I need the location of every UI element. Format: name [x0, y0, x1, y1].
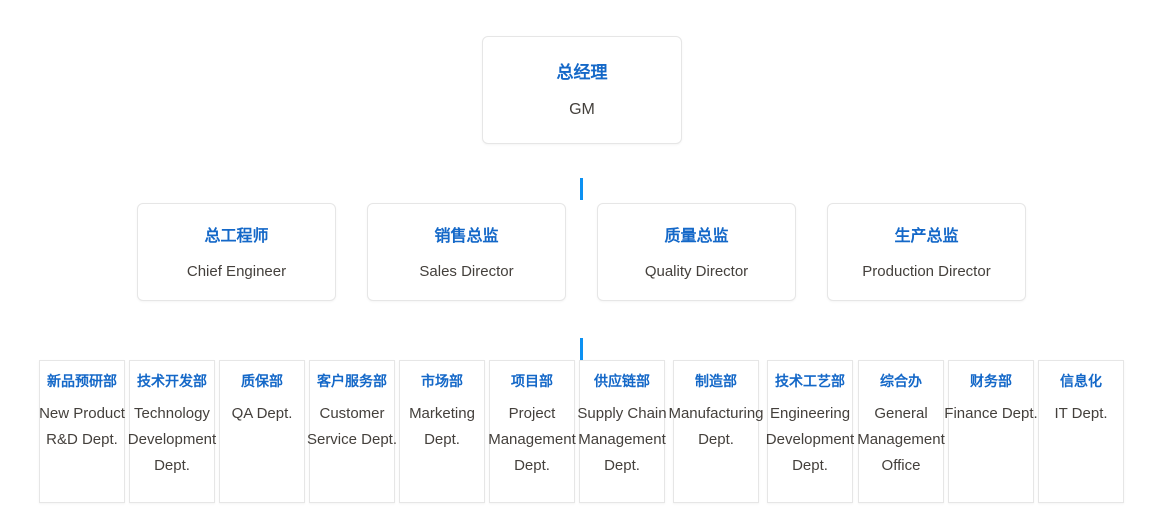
org-node-title: 制造部	[695, 373, 737, 389]
org-node-title: 生产总监	[894, 228, 959, 245]
org-node-technology-development-dept[interactable]: 技术开发部 Technology Development Dept.	[128, 360, 216, 503]
org-node-finance-dept[interactable]: 财务部 Finance Dept.	[944, 360, 1038, 503]
org-node-subtitle: Quality Director	[644, 263, 749, 280]
org-node-quality-director[interactable]: 质量总监 Quality Director	[597, 203, 796, 301]
org-node-title: 综合办	[880, 373, 922, 389]
org-node-subtitle: Supply Chain Management Dept.	[577, 405, 667, 474]
org-node-title: 总工程师	[204, 228, 269, 245]
org-node-marketing-dept[interactable]: 市场部 Marketing Dept.	[399, 360, 485, 503]
org-node-subtitle: Manufacturing Dept.	[668, 405, 764, 448]
org-node-subtitle: Chief Engineer	[186, 263, 287, 280]
org-node-sales-director[interactable]: 销售总监 Sales Director	[367, 203, 566, 301]
org-node-supply-chain-management-dept[interactable]: 供应链部 Supply Chain Management Dept.	[577, 360, 667, 503]
connector-tier1-tier2	[580, 178, 583, 200]
org-node-gm[interactable]: 总经理 GM	[482, 36, 682, 144]
org-node-customer-service-dept[interactable]: 客户服务部 Customer Service Dept.	[307, 360, 397, 503]
org-node-manufacturing-dept[interactable]: 制造部 Manufacturing Dept.	[668, 360, 764, 503]
org-node-title: 质保部	[241, 373, 283, 389]
org-node-engineering-development-dept[interactable]: 技术工艺部 Engineering Development Dept.	[766, 360, 854, 503]
org-node-title: 技术工艺部	[775, 373, 845, 389]
org-node-subtitle: Project Management Dept.	[488, 405, 576, 474]
org-node-production-director[interactable]: 生产总监 Production Director	[827, 203, 1026, 301]
org-node-title: 市场部	[421, 373, 463, 389]
org-node-new-product-rd-dept[interactable]: 新品预研部 New Product R&D Dept.	[39, 360, 125, 503]
connector-tier2-tier3	[580, 338, 583, 360]
org-node-project-management-dept[interactable]: 项目部 Project Management Dept.	[488, 360, 576, 503]
org-node-title: 项目部	[511, 373, 553, 389]
org-node-subtitle: General Management Office	[857, 405, 945, 474]
org-node-title: 质量总监	[664, 228, 729, 245]
org-node-subtitle: Technology Development Dept.	[127, 405, 217, 474]
org-node-title: 销售总监	[434, 228, 499, 245]
org-node-title: 总经理	[556, 63, 608, 82]
org-node-general-management-office[interactable]: 综合办 General Management Office	[857, 360, 945, 503]
org-node-title: 财务部	[970, 373, 1012, 389]
org-node-subtitle: GM	[569, 101, 595, 118]
org-node-subtitle: New Product R&D Dept.	[39, 405, 125, 448]
org-node-title: 信息化	[1060, 373, 1102, 389]
org-node-subtitle: Production Director	[862, 263, 991, 280]
org-node-chief-engineer[interactable]: 总工程师 Chief Engineer	[137, 203, 336, 301]
org-node-title: 供应链部	[594, 373, 650, 389]
org-node-subtitle: Finance Dept.	[944, 405, 1038, 422]
org-node-subtitle: IT Dept.	[1054, 405, 1108, 422]
org-node-qa-dept[interactable]: 质保部 QA Dept.	[219, 360, 305, 503]
org-node-subtitle: Engineering Development Dept.	[765, 405, 855, 474]
org-node-subtitle: Customer Service Dept.	[306, 405, 398, 448]
org-node-subtitle: QA Dept.	[231, 405, 293, 422]
org-node-title: 技术开发部	[137, 373, 207, 389]
org-node-subtitle: Sales Director	[419, 263, 514, 280]
org-node-title: 客户服务部	[317, 373, 387, 389]
org-node-title: 新品预研部	[47, 373, 117, 389]
org-node-subtitle: Marketing Dept.	[409, 405, 475, 448]
org-node-it-dept[interactable]: 信息化 IT Dept.	[1038, 360, 1124, 503]
